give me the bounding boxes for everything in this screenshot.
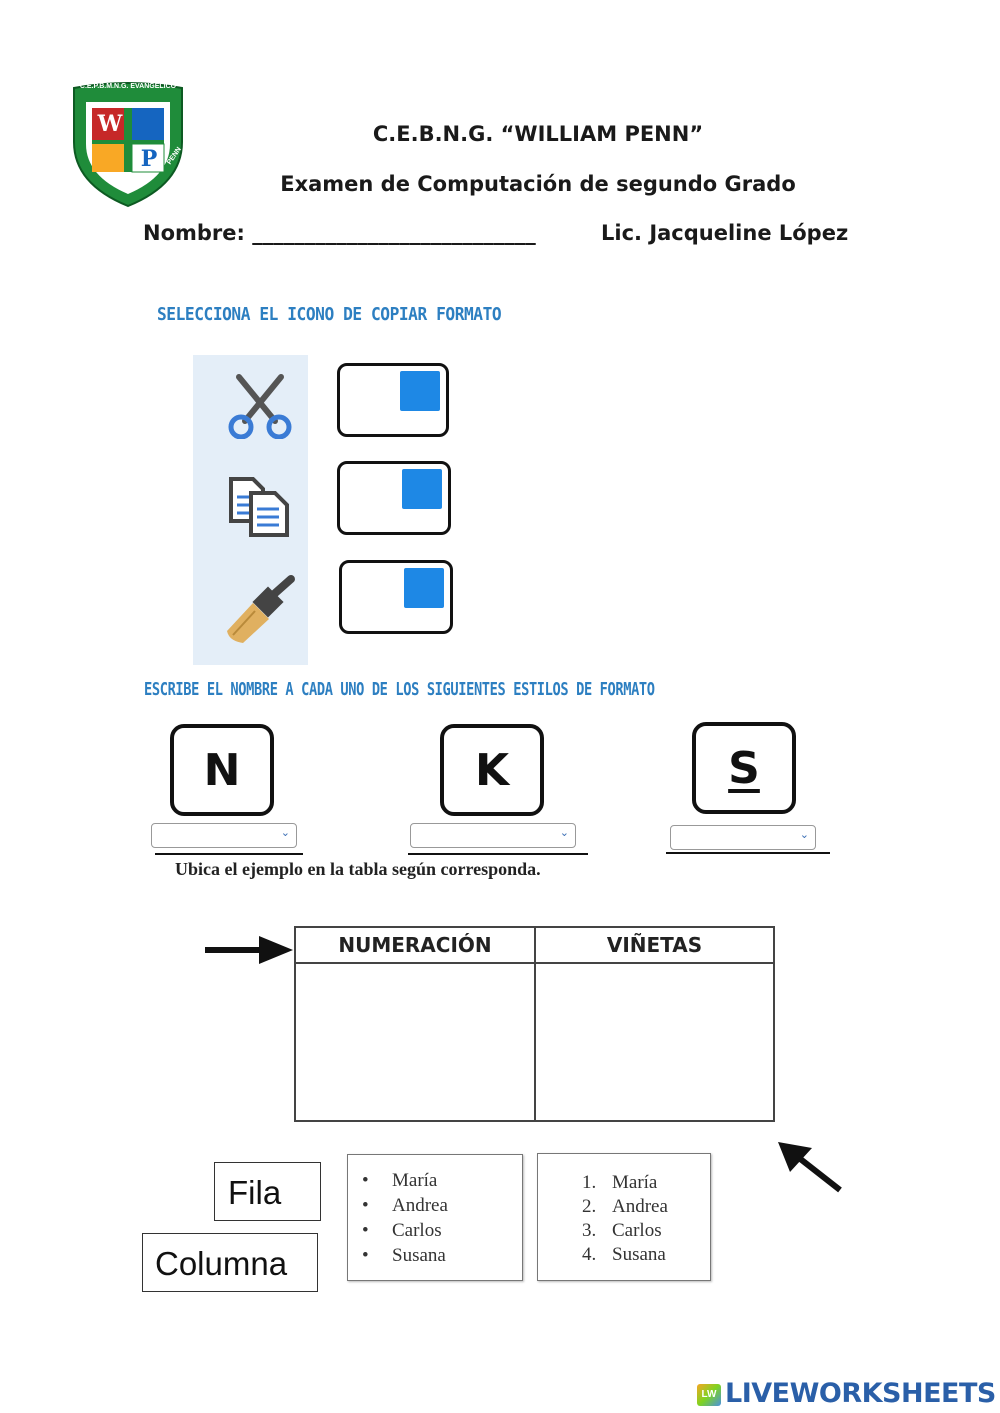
list-item: •Carlos (362, 1220, 442, 1241)
toggle-option-3[interactable] (339, 560, 453, 634)
copy-icon (227, 475, 297, 544)
underline-key: S (692, 722, 796, 814)
bullet-icon: • (362, 1220, 369, 1241)
chevron-down-icon: ⌄ (559, 827, 569, 839)
list-item: 3.Carlos (582, 1220, 662, 1241)
list-item: •Susana (362, 1245, 446, 1266)
logo-letter-p: P (140, 146, 158, 172)
list-item: •María (362, 1170, 438, 1191)
chevron-down-icon: ⌄ (799, 829, 809, 841)
icon-panel (193, 355, 308, 665)
table-column-divider (534, 928, 536, 1120)
toggle-knob (402, 469, 442, 509)
exam-title: Examen de Computación de segundo Grado (280, 172, 796, 196)
numbered-list: 1.María 2.Andrea 3.Carlos 4.Susana (582, 1171, 668, 1267)
toggle-option-2[interactable] (337, 461, 451, 535)
fila-label: Fila (228, 1174, 282, 1211)
scissors-icon (227, 371, 293, 444)
up-left-arrow-icon (776, 1140, 844, 1199)
answer-underline-3 (666, 852, 830, 854)
bullet-icon: • (362, 1195, 369, 1216)
italic-key: K (440, 724, 544, 816)
section1-title: SELECCIONA EL ICONO DE COPIAR FORMATO (157, 304, 502, 325)
instruction-text: Ubica el ejemplo en la tabla según corre… (175, 859, 541, 879)
right-arrow-icon (205, 934, 295, 971)
toggle-knob (404, 568, 444, 608)
brand-badge: LW (697, 1384, 721, 1406)
bullet-icon: • (362, 1170, 369, 1191)
chevron-down-icon: ⌄ (280, 827, 290, 839)
list-item: 1.María (582, 1172, 658, 1193)
school-title: C.E.B.N.G. “WILLIAM PENN” (372, 122, 704, 146)
answer-underline-1 (155, 853, 303, 855)
numbered-list-card[interactable]: 1.María 2.Andrea 3.Carlos 4.Susana (537, 1153, 711, 1281)
logo-letter-w: W (97, 111, 123, 137)
bullet-list: •María •Andrea •Carlos •Susana (362, 1168, 448, 1268)
table-header-numeracion: NUMERACIÓN (338, 933, 492, 957)
fila-card[interactable]: Fila (214, 1162, 321, 1221)
table-header-vinetas: VIÑETAS (606, 933, 703, 957)
toggle-knob (400, 371, 440, 411)
brand-text: LIVEWORKSHEETS (725, 1378, 996, 1409)
teacher-name: Lic. Jacqueline López (601, 221, 849, 245)
list-item: •Andrea (362, 1195, 448, 1216)
section2-title: ESCRIBE EL NOMBRE A CADA UNO DE LOS SIGU… (144, 679, 655, 700)
bullet-list-card[interactable]: •María •Andrea •Carlos •Susana (347, 1154, 523, 1281)
bullet-icon: • (362, 1245, 369, 1266)
style-select-1[interactable]: ⌄ (151, 823, 297, 848)
drop-zone-vinetas[interactable] (536, 964, 773, 1120)
list-item: 2.Andrea (582, 1196, 668, 1217)
school-logo: C.E.P.B.M.N.G. EVANGÉLICO W P WILLIAM PE… (67, 80, 188, 208)
style-select-3[interactable]: ⌄ (670, 825, 816, 850)
sorting-table: NUMERACIÓN VIÑETAS (294, 926, 775, 1122)
bold-key: N (170, 724, 274, 816)
style-select-2[interactable]: ⌄ (410, 823, 576, 848)
columna-card[interactable]: Columna (142, 1233, 318, 1292)
format-painter-icon (223, 573, 303, 650)
columna-label: Columna (155, 1245, 288, 1282)
answer-underline-2 (408, 853, 588, 855)
name-label: Nombre: ___________________________ (143, 221, 536, 245)
drop-zone-numeracion[interactable] (296, 964, 534, 1120)
logo-ring-text: C.E.P.B.M.N.G. EVANGÉLICO (79, 83, 177, 90)
list-item: 4.Susana (582, 1244, 666, 1265)
toggle-option-1[interactable] (337, 363, 449, 437)
